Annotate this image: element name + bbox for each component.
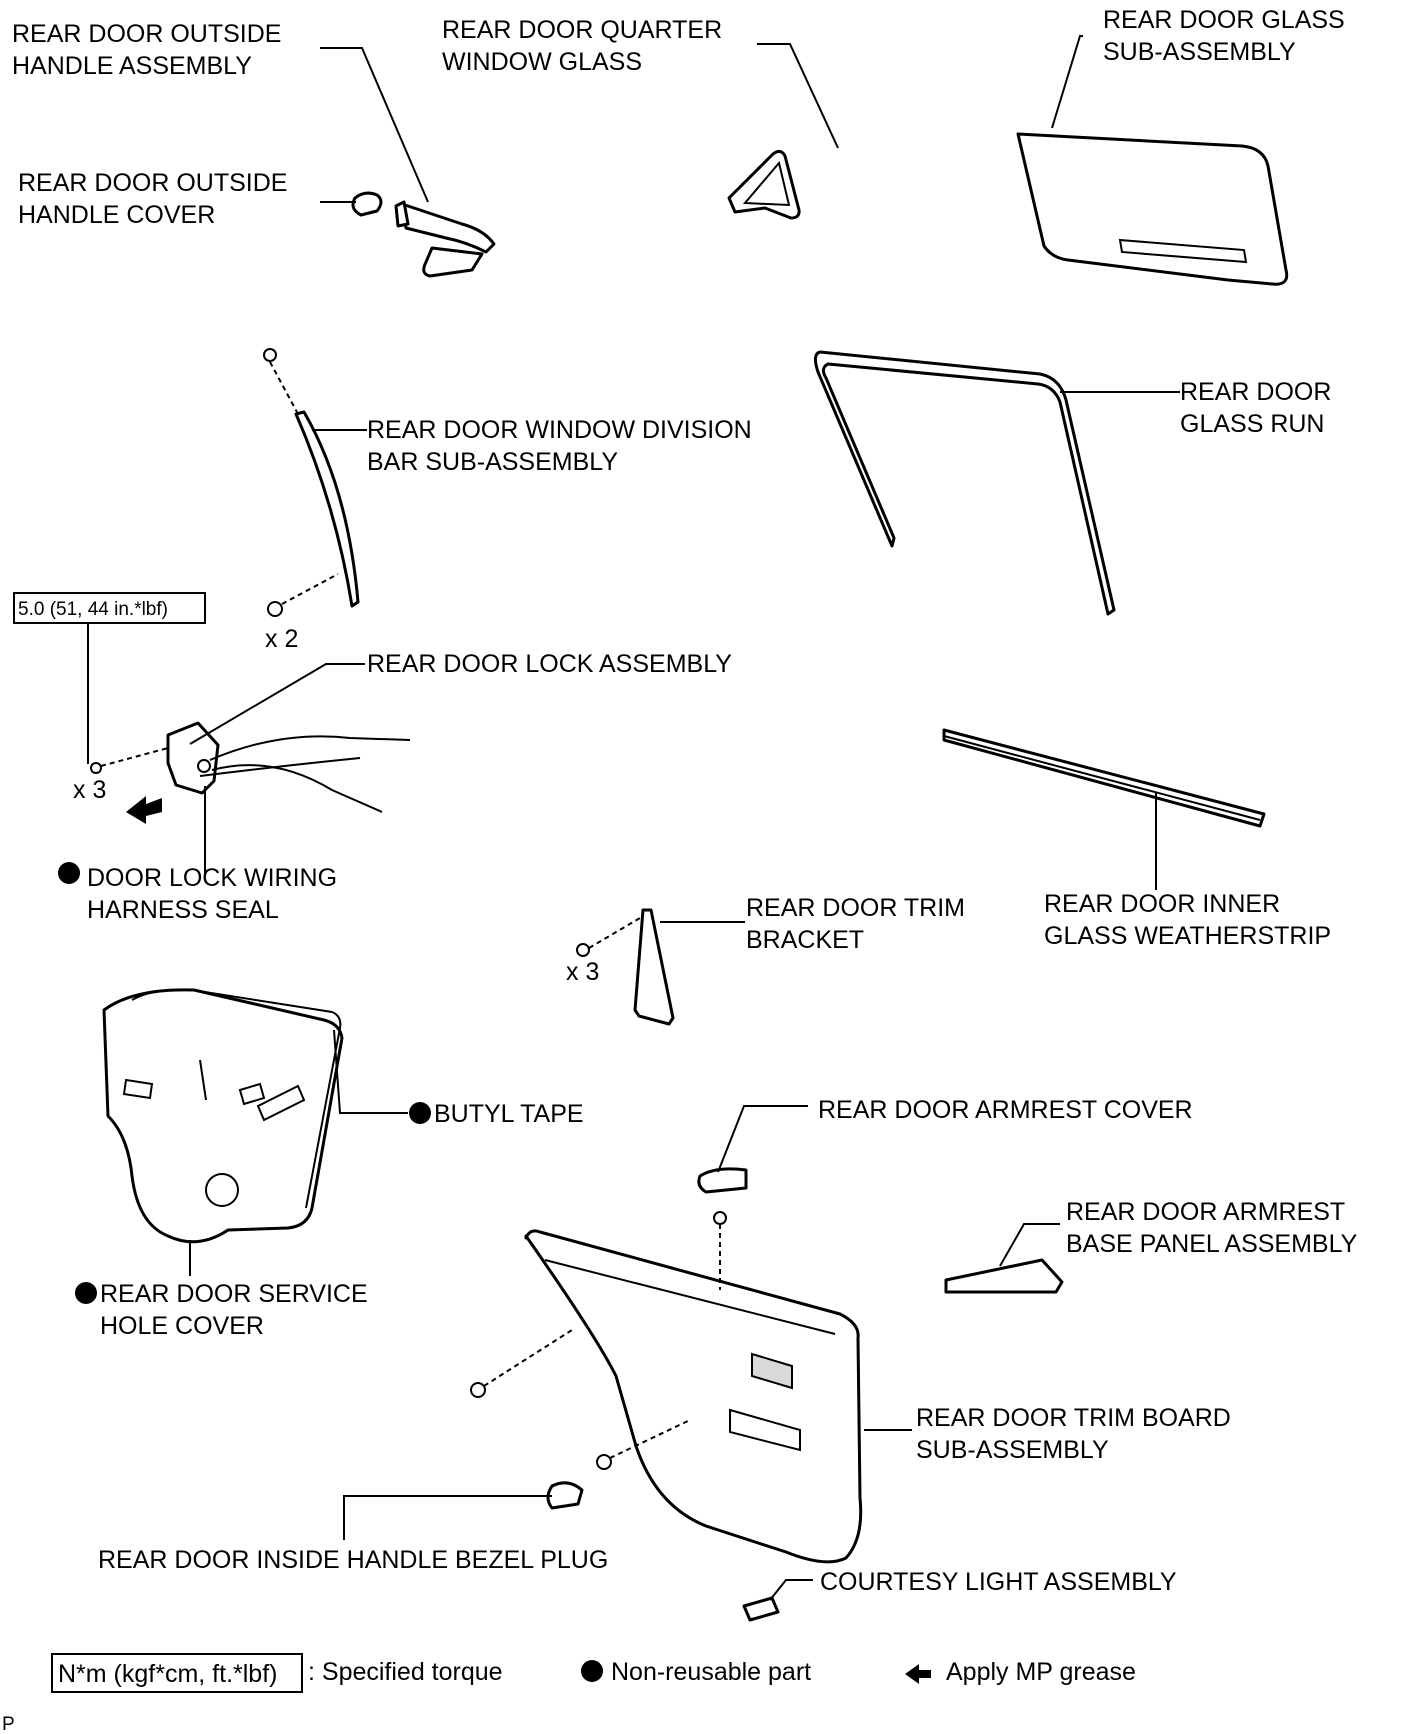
- label-courtesy-light: COURTESY LIGHT ASSEMBLY: [820, 1568, 1177, 1596]
- label-inner-glass-weatherstrip: REAR DOOR INNER GLASS WEATHERSTRIP: [1044, 890, 1331, 950]
- label-glass-run: REAR DOOR GLASS RUN: [1180, 378, 1338, 438]
- label-service-hole-cover: REAR DOOR SERVICE HOLE COVER: [100, 1280, 375, 1340]
- inside-handle-bezel-plug-part: [546, 1481, 584, 1510]
- label-trim-board: REAR DOOR TRIM BOARD SUB-ASSEMBLY: [916, 1404, 1238, 1464]
- door-lock-assembly-part: [90, 721, 411, 813]
- outside-handle-cover-part: [351, 191, 383, 217]
- torque-spec-value: 5.0 (51, 44 in.*lbf): [18, 599, 168, 620]
- trim-board-part: [470, 1211, 863, 1564]
- leader-lines: [87, 35, 1180, 1601]
- legend-non-reusable-text: Non-reusable part: [611, 1658, 811, 1686]
- label-division-bar-bolts-qty: x 2: [265, 625, 298, 653]
- legend-torque-box: [51, 1653, 303, 1693]
- label-armrest-base-panel: REAR DOOR ARMREST BASE PANEL ASSEMBLY: [1066, 1198, 1358, 1258]
- label-trim-bracket: REAR DOOR TRIM BRACKET: [746, 894, 972, 954]
- legend-torque-text: : Specified torque: [308, 1658, 503, 1686]
- window-division-bar-part: [263, 348, 360, 617]
- label-wiring-harness-seal: DOOR LOCK WIRING HARNESS SEAL: [87, 864, 344, 924]
- label-lock-screws-qty: x 3: [73, 776, 106, 804]
- non-reusable-dot-icon: [75, 1282, 97, 1304]
- label-inside-handle-bezel-plug: REAR DOOR INSIDE HANDLE BEZEL PLUG: [98, 1546, 608, 1574]
- inner-glass-weatherstrip-part: [942, 728, 1266, 828]
- quarter-window-glass-part: [727, 149, 801, 220]
- label-door-glass-sub-assembly: REAR DOOR GLASS SUB-ASSEMBLY: [1103, 6, 1352, 66]
- label-armrest-cover: REAR DOOR ARMREST COVER: [818, 1096, 1193, 1124]
- legend-grease-text: Apply MP grease: [946, 1658, 1136, 1686]
- armrest-base-panel-part: [944, 1258, 1064, 1294]
- trim-bracket-part: [576, 908, 675, 1026]
- non-reusable-dot-icon: [58, 862, 80, 884]
- label-lock-assembly: REAR DOOR LOCK ASSEMBLY: [367, 650, 732, 678]
- non-reusable-dot-icon: [409, 1102, 431, 1124]
- label-outside-handle-assembly: REAR DOOR OUTSIDE HANDLE ASSEMBLY: [12, 20, 288, 80]
- legend-torque-unit: N*m (kgf*cm, ft.*lbf): [58, 1660, 277, 1688]
- label-butyl-tape: BUTYL TAPE: [434, 1100, 584, 1128]
- courtesy-light-part: [742, 1596, 780, 1622]
- torque-spec-box: [13, 592, 206, 624]
- label-outside-handle-cover: REAR DOOR OUTSIDE HANDLE COVER: [18, 169, 294, 229]
- legend: N*m (kgf*cm, ft.*lbf) : Specified torque…: [51, 1653, 1136, 1693]
- label-quarter-window-glass: REAR DOOR QUARTER WINDOW GLASS: [442, 16, 729, 76]
- service-hole-cover-part: [102, 988, 344, 1244]
- label-bracket-screws-qty: x 3: [566, 958, 599, 986]
- door-glass-part: [1016, 132, 1289, 286]
- legend-grease-arrow-icon: [905, 1664, 931, 1684]
- grease-arrow-icon: [126, 796, 162, 824]
- armrest-cover-part: [697, 1167, 748, 1194]
- legend-non-reusable-dot-icon: [581, 1660, 603, 1682]
- outside-handle-part: [394, 200, 496, 278]
- glass-run-part: [813, 350, 1116, 616]
- label-window-division-bar: REAR DOOR WINDOW DIVISION BAR SUB-ASSEMB…: [367, 416, 759, 476]
- corner-code: P: [2, 1714, 15, 1734]
